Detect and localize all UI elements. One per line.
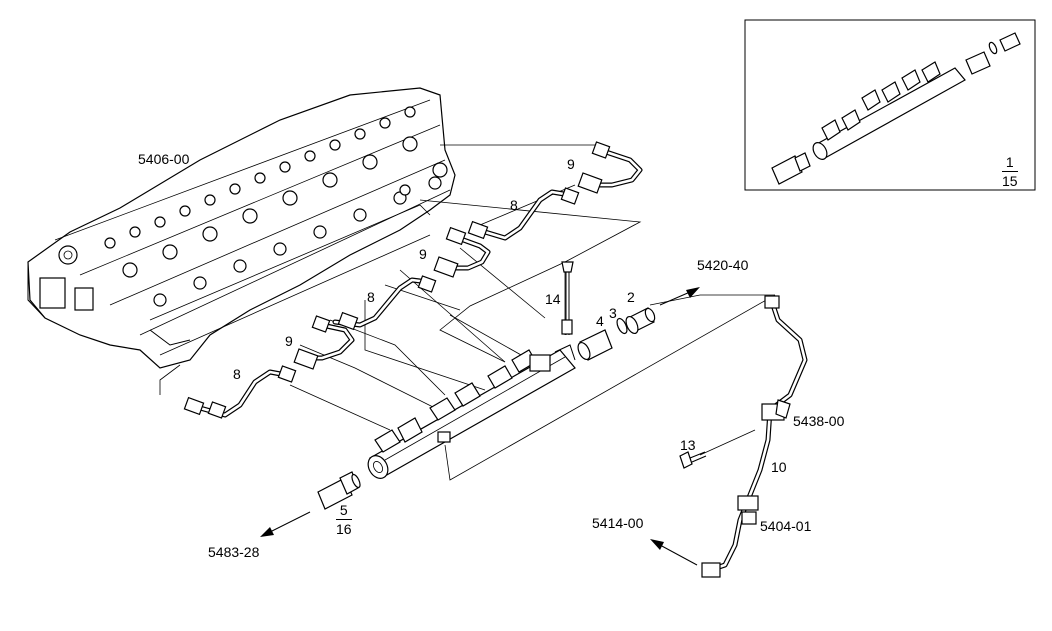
- reference-arrows: [260, 287, 700, 566]
- label-head-ref: 5406-00: [138, 151, 190, 167]
- arrow-left-icon: [260, 527, 274, 537]
- fraction-sensor-num: 5: [336, 503, 352, 520]
- fraction-inset-num: 1: [1002, 155, 1018, 172]
- label-item-8c: 8: [233, 366, 241, 382]
- label-ref-5404-01: 5404-01: [760, 518, 812, 534]
- label-ref-5414-00: 5414-00: [592, 515, 644, 531]
- label-item-9a: 9: [567, 156, 575, 172]
- label-item-3: 3: [609, 305, 617, 321]
- fuel-rail-illustration: [367, 344, 576, 479]
- fraction-inset-den: 15: [1002, 173, 1018, 189]
- label-item-14: 14: [545, 291, 561, 307]
- fraction-sensor-den: 16: [336, 521, 352, 537]
- label-item-4: 4: [596, 313, 604, 329]
- fraction-inset: 1 15: [1002, 155, 1018, 188]
- head-bolt-holes: [58, 106, 448, 307]
- return-pipe: [701, 295, 808, 578]
- label-ref-5483-28: 5483-28: [208, 544, 260, 560]
- label-item-8a: 8: [510, 197, 518, 213]
- label-item-8b: 8: [367, 289, 375, 305]
- arrow-left-icon-2: [650, 539, 664, 550]
- label-ref-5438-00: 5438-00: [793, 413, 845, 429]
- pressure-sensor: [317, 471, 361, 510]
- label-item-9c: 9: [285, 333, 293, 349]
- label-item-13: 13: [680, 437, 696, 453]
- screw-13: [679, 451, 707, 469]
- arrow-right-icon: [686, 287, 700, 298]
- label-ref-5420-40: 5420-40: [697, 257, 749, 273]
- pipe-fittings: [183, 141, 611, 419]
- label-item-9b: 9: [419, 246, 427, 262]
- label-item-10: 10: [771, 459, 787, 475]
- cylinder-head-illustration: [27, 87, 456, 369]
- relief-valve-parts: [561, 261, 656, 361]
- inset-detail: [744, 19, 1036, 191]
- label-item-2: 2: [627, 289, 635, 305]
- fraction-sensor: 5 16: [336, 503, 352, 536]
